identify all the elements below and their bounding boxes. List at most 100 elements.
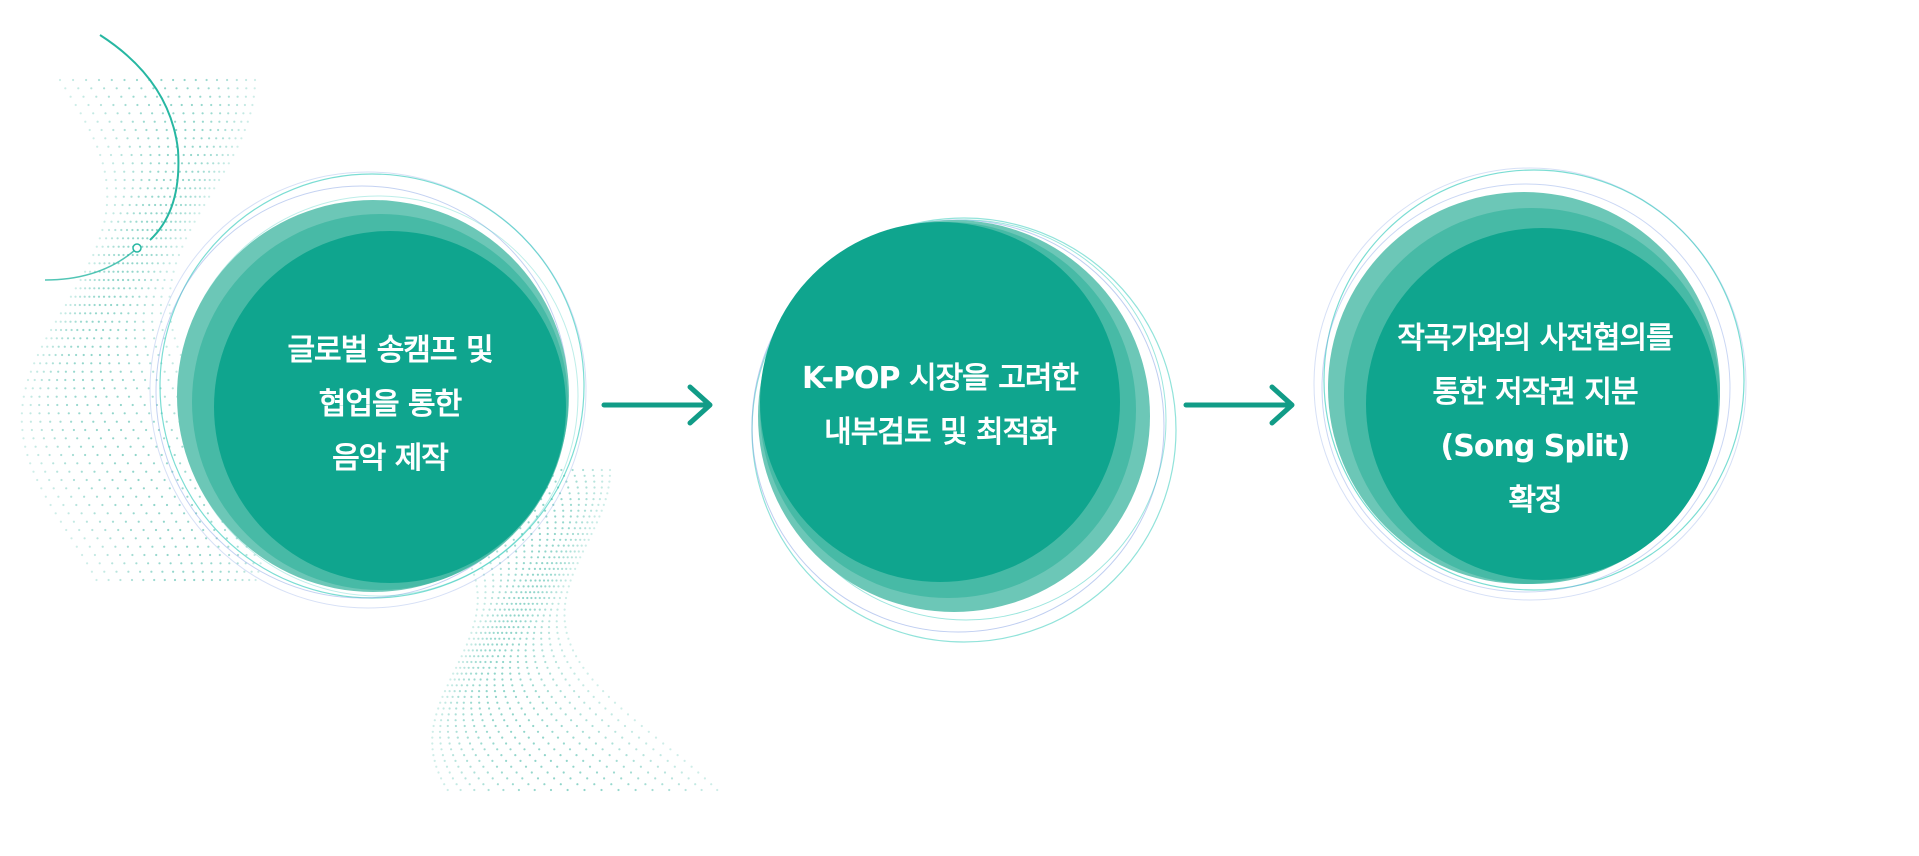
decorative-dot [20, 412, 23, 415]
decorative-dot [129, 303, 132, 307]
decorative-dot [163, 370, 166, 373]
decorative-dot [690, 765, 693, 768]
decorative-dot [543, 596, 546, 600]
decorative-dot [583, 701, 586, 704]
decorative-dot [164, 237, 167, 240]
decorative-dot [203, 195, 206, 198]
decorative-dot [198, 203, 201, 207]
decorative-dot [563, 608, 566, 611]
decorative-dot [468, 783, 471, 786]
decorative-dot [545, 591, 548, 594]
decorative-dot [72, 378, 75, 382]
step-1-line-1: 글로벌 송캠프 및 [287, 333, 493, 368]
decorative-dot [451, 695, 454, 699]
decorative-dot [509, 655, 512, 658]
decorative-dot [579, 538, 582, 541]
decorative-dot [226, 578, 229, 582]
decorative-dot [170, 220, 173, 223]
decorative-dot [476, 596, 479, 600]
decorative-dot [166, 553, 169, 557]
decorative-dot [613, 701, 617, 704]
decorative-dot [483, 602, 486, 605]
decorative-dot [202, 170, 205, 173]
decorative-dot [576, 544, 579, 547]
decorative-dot [234, 578, 237, 582]
decorative-dot [95, 95, 98, 98]
decorative-dot [38, 412, 41, 415]
decorative-dot [459, 788, 462, 792]
decorative-dot [453, 678, 456, 681]
decorative-dot [517, 649, 520, 652]
decorative-dot [598, 515, 601, 518]
decorative-dot [446, 695, 449, 699]
decorative-dot [107, 270, 110, 273]
decorative-dot [126, 270, 129, 273]
decorative-dot [131, 295, 134, 298]
decorative-dot [485, 730, 489, 733]
decorative-dot [52, 487, 55, 490]
decorative-dot [542, 579, 546, 582]
decorative-dot [92, 112, 95, 115]
decorative-dot [144, 195, 147, 198]
decorative-dot [183, 187, 187, 190]
decorative-dot [47, 403, 50, 407]
decorative-dot [561, 567, 564, 571]
step-3-main-disc [1366, 228, 1718, 580]
decorative-dot [553, 777, 556, 780]
decorative-dot [208, 178, 211, 182]
decorative-dot [567, 544, 570, 547]
decorative-dot [217, 128, 220, 132]
decorative-dot [171, 170, 175, 173]
decorative-dot [620, 777, 623, 780]
decorative-dot [620, 707, 623, 710]
decorative-dot [573, 707, 577, 710]
decorative-dot [625, 754, 628, 757]
decorative-dot [109, 328, 112, 332]
decorative-dot [160, 237, 163, 240]
decorative-dot [473, 678, 476, 681]
decorative-dot [193, 578, 196, 582]
decorative-dot [165, 245, 168, 248]
decorative-dot [163, 278, 166, 282]
decorative-dot [577, 532, 580, 536]
decorative-dot [215, 78, 219, 82]
decorative-dot [140, 220, 143, 223]
decorative-dot [102, 295, 106, 298]
decorative-dot [558, 556, 561, 559]
decorative-dot [586, 521, 589, 524]
decorative-dot [127, 237, 130, 240]
decorative-dot [119, 578, 122, 582]
decorative-dot [608, 480, 611, 483]
decorative-dot [593, 492, 596, 495]
decorative-dot [553, 509, 556, 512]
decorative-dot [174, 153, 178, 157]
decorative-dot [512, 538, 515, 541]
decorative-dot [492, 579, 495, 582]
decorative-dot [190, 153, 193, 157]
decorative-dot [44, 495, 47, 498]
decorative-dot [188, 553, 191, 557]
decorative-dot [468, 655, 472, 658]
decorative-dot [472, 684, 475, 687]
decorative-dot [555, 684, 558, 687]
decorative-dot [575, 521, 578, 524]
decorative-dot [98, 353, 102, 357]
decorative-dot [208, 137, 211, 140]
decorative-dot [98, 520, 102, 523]
decorative-dot [486, 614, 489, 617]
decorative-dot [151, 112, 154, 115]
decorative-dot [540, 631, 543, 635]
decorative-dot [535, 585, 539, 588]
decorative-dot [184, 137, 187, 140]
decorative-dot [240, 137, 243, 140]
decorative-dot [135, 220, 138, 223]
decorative-dot [510, 620, 513, 623]
decorative-dot [190, 528, 193, 532]
decorative-dot [465, 672, 468, 675]
decorative-dot [125, 337, 128, 340]
decorative-dot [151, 220, 154, 223]
decorative-dot [74, 395, 77, 398]
decorative-dot [143, 403, 146, 407]
decorative-dot [494, 724, 497, 728]
decorative-dot [448, 690, 451, 693]
